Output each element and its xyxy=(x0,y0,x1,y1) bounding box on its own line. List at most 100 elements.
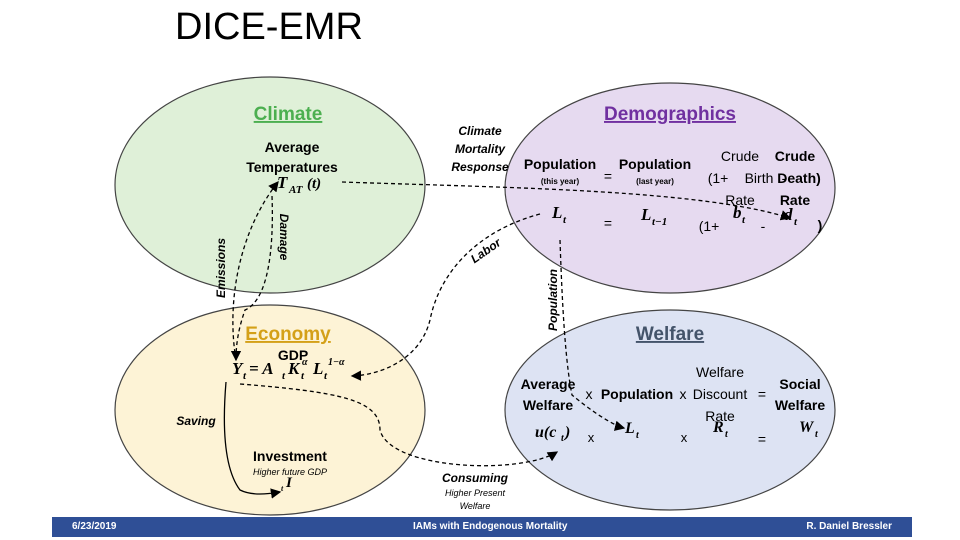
rate-2: Rate xyxy=(780,192,811,208)
temperature-equation: T AT (t) xyxy=(277,173,321,196)
svg-text:t: t xyxy=(742,214,746,226)
svg-text:L: L xyxy=(640,205,651,224)
welfare-x-2: x xyxy=(680,386,687,402)
svg-text:T: T xyxy=(277,173,288,192)
pop-this-year-sub: (this year) xyxy=(541,177,580,186)
svg-text:t: t xyxy=(282,370,286,382)
welfare-ellipse xyxy=(504,309,836,511)
svg-text:L: L xyxy=(312,359,323,378)
investment-label: Investment xyxy=(253,448,327,464)
svg-text:u(c: u(c xyxy=(535,424,556,441)
footer-author: R. Daniel Bressler xyxy=(806,521,892,532)
rate-1: Rate xyxy=(725,192,755,208)
damage-label: Damage xyxy=(277,214,291,261)
welfare-eq: = xyxy=(758,386,766,402)
svg-text:): ) xyxy=(818,217,823,233)
svg-text:t: t xyxy=(725,429,729,440)
svg-text:R: R xyxy=(712,419,724,436)
avg-welfare-2: Welfare xyxy=(523,397,574,413)
wdr-1: Welfare xyxy=(696,364,744,380)
population-arrow-label: Population xyxy=(546,269,560,331)
crude-death-1: Crude xyxy=(775,148,816,164)
birth-label: Birth xyxy=(745,170,774,186)
svg-text:α: α xyxy=(302,357,308,368)
svg-text:I: I xyxy=(285,475,293,491)
climate-mortality-arrow xyxy=(341,181,792,221)
svg-text:t: t xyxy=(636,430,640,441)
svg-text:-: - xyxy=(761,218,766,234)
climate-mortality-label-1: Climate xyxy=(458,124,502,138)
demographics-title: Demographics xyxy=(604,104,736,125)
svg-text:t: t xyxy=(301,370,305,382)
population-arrow xyxy=(559,239,626,431)
consuming-arrow xyxy=(239,383,559,467)
wdr-2: Discount xyxy=(693,386,748,402)
footer-bar: 6/23/2019 IAMs with Endogenous Mortality… xyxy=(52,517,912,537)
svg-text:t−1: t−1 xyxy=(652,216,667,228)
climate-title: Climate xyxy=(254,104,323,125)
minus-sign: - xyxy=(782,170,787,186)
wdr-3: Rate xyxy=(705,408,735,424)
svg-text:L: L xyxy=(551,203,562,222)
svg-text:Y: Y xyxy=(232,359,244,378)
svg-text:L: L xyxy=(624,420,635,437)
svg-text:t: t xyxy=(794,216,798,228)
climate-mortality-label-3: Response xyxy=(451,160,509,174)
slide-title: DICE-EMR xyxy=(175,6,363,48)
svg-text:=: = xyxy=(758,431,766,447)
welfare-equation: u(c t ) x L t x R t = W t xyxy=(535,419,819,447)
footer-date: 6/23/2019 xyxy=(72,521,117,532)
svg-text:AT: AT xyxy=(288,184,304,196)
svg-text:x: x xyxy=(588,430,595,445)
death-label: Death) xyxy=(777,170,821,186)
investment-symbol: I t xyxy=(281,475,293,493)
damage-arrow xyxy=(230,195,273,362)
gdp-label: GDP xyxy=(278,347,308,363)
climate-mortality-label-2: Mortality xyxy=(455,142,506,156)
consuming-sub-1: Higher Present xyxy=(445,488,506,498)
svg-text:): ) xyxy=(563,424,570,441)
production-equation: Y t = A t K t α L t 1−α xyxy=(232,357,345,382)
pop-last-year: Population xyxy=(619,156,691,172)
emissions-label: Emissions xyxy=(214,238,228,298)
investment-sub: Higher future GDP xyxy=(253,467,327,477)
svg-text:(1+: (1+ xyxy=(699,218,720,234)
svg-text:d: d xyxy=(784,205,793,224)
welfare-title: Welfare xyxy=(636,324,704,345)
svg-text:t: t xyxy=(281,484,284,493)
footer-center: IAMs with Endogenous Mortality xyxy=(413,521,568,532)
consuming-sub-2: Welfare xyxy=(460,501,491,511)
svg-text:K: K xyxy=(287,359,301,378)
social-welfare-1: Social xyxy=(779,376,820,392)
one-plus: (1+ xyxy=(708,170,729,186)
emissions-arrow xyxy=(232,180,279,361)
welfare-x-1: x xyxy=(586,386,593,402)
consuming-label: Consuming xyxy=(442,471,509,485)
saving-label: Saving xyxy=(176,414,216,428)
svg-text:1−α: 1−α xyxy=(328,357,345,368)
svg-text:b: b xyxy=(733,203,742,222)
svg-text:=: = xyxy=(604,215,612,231)
svg-text:x: x xyxy=(681,430,688,445)
demo-equals-1: = xyxy=(604,168,612,184)
svg-text:(t): (t) xyxy=(307,176,321,192)
economy-ellipse xyxy=(114,304,426,516)
avg-temp-line1: Average xyxy=(265,139,320,155)
svg-text:t: t xyxy=(563,214,567,226)
svg-text:= A: = A xyxy=(249,359,274,378)
social-welfare-2: Welfare xyxy=(775,397,826,413)
avg-temp-line2: Temperatures xyxy=(246,159,338,175)
welfare-population: Population xyxy=(601,386,673,402)
saving-arrow xyxy=(223,381,282,499)
svg-text:t: t xyxy=(324,370,328,382)
demographics-ellipse xyxy=(504,82,836,294)
pop-last-year-sub: (last year) xyxy=(636,177,674,186)
labor-arrow xyxy=(350,213,541,381)
pop-this-year: Population xyxy=(524,156,596,172)
labor-label: Labor xyxy=(468,235,504,266)
svg-text:W: W xyxy=(799,419,815,436)
economy-title: Economy xyxy=(245,324,331,345)
svg-text:t: t xyxy=(243,370,247,382)
avg-welfare-1: Average xyxy=(521,376,576,392)
